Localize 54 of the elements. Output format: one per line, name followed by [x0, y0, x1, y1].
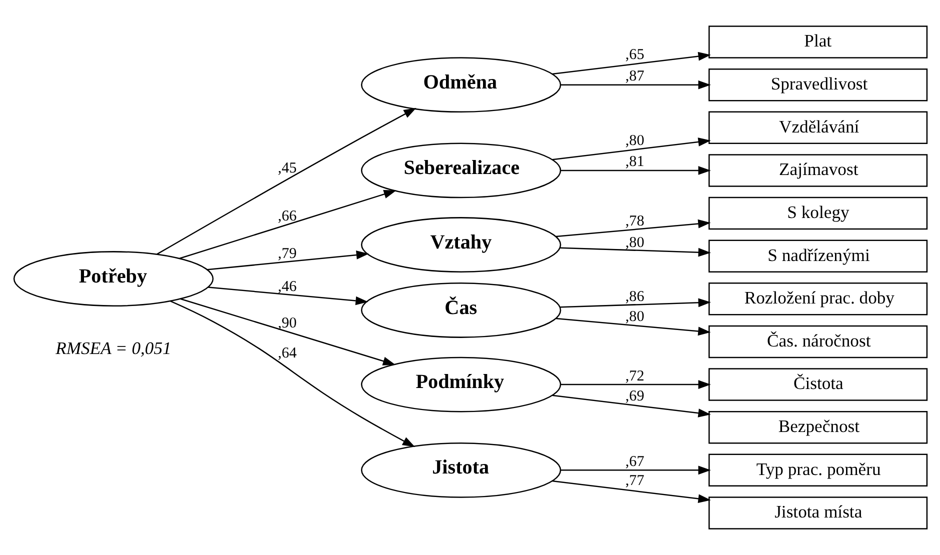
- node-box: Vzdělávání: [708, 111, 928, 144]
- edge-label: ,90: [277, 315, 296, 332]
- edge-label: ,45: [277, 160, 296, 176]
- arrow: [555, 219, 710, 238]
- arrow: [178, 190, 396, 259]
- edge-label: ,80: [624, 309, 644, 326]
- edge-label: ,86: [624, 288, 644, 305]
- arrow: [180, 298, 396, 366]
- edge-label: ,69: [624, 388, 644, 404]
- edge-label: ,77: [624, 472, 644, 489]
- edge-label: ,80: [624, 234, 644, 251]
- edge-label: ,65: [624, 47, 644, 64]
- node-ellipse: Odměna: [360, 57, 561, 113]
- node-ellipse: Jistota: [360, 442, 561, 498]
- edge-label: ,46: [277, 278, 296, 295]
- edge-label: ,67: [624, 454, 644, 470]
- node-box: S nadřízenými: [708, 240, 928, 272]
- node-box: Zajímavost: [708, 154, 928, 187]
- edge-label: ,79: [277, 246, 296, 262]
- arrow: [156, 108, 416, 255]
- node-box: Jistota místa: [708, 496, 928, 530]
- arrow: [560, 247, 710, 257]
- node-ellipse: Vztahy: [360, 217, 561, 272]
- edge-label: ,64: [277, 346, 296, 362]
- edge-label: ,72: [624, 368, 644, 384]
- arrow: [560, 380, 710, 389]
- node-box: Bezpečnost: [708, 410, 928, 444]
- label: RMSEA = 0,051: [55, 338, 171, 358]
- arrow: [208, 286, 368, 306]
- arrow: [560, 466, 710, 475]
- arrow: [552, 52, 710, 75]
- node-ellipse: Čas: [360, 282, 561, 338]
- arrow: [560, 298, 710, 308]
- edge-label: ,80: [624, 132, 644, 149]
- edge-label: ,81: [624, 154, 644, 170]
- arrow: [555, 318, 710, 336]
- node-box: Spravedlivost: [708, 68, 928, 102]
- node-box: S kolegy: [708, 196, 928, 230]
- arrow: [552, 480, 710, 504]
- arrow: [170, 300, 415, 448]
- arrow: [552, 138, 710, 160]
- edge-label: ,87: [624, 68, 644, 85]
- node-box: Rozložení prac. doby: [708, 282, 928, 316]
- node-ellipse: Potřeby: [12, 251, 214, 306]
- arrow: [560, 80, 710, 90]
- arrow: [552, 394, 710, 418]
- node-box: Čas. náročnost: [708, 325, 928, 358]
- arrow: [206, 250, 368, 270]
- arrow: [560, 166, 710, 175]
- node-box: Čistota: [708, 368, 928, 401]
- edge-label: ,66: [277, 208, 296, 224]
- edge-label: ,78: [624, 213, 644, 230]
- node-box: Plat: [708, 26, 928, 58]
- node-box: Typ prac. poměru: [708, 454, 928, 487]
